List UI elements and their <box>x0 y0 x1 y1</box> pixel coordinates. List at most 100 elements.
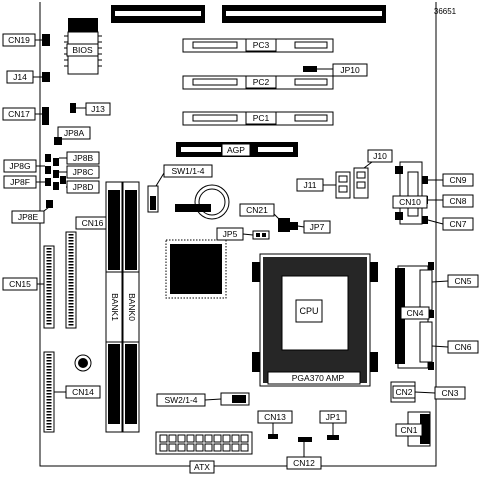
svg-text:JP8D: JP8D <box>73 182 94 192</box>
svg-text:JP8C: JP8C <box>73 167 94 177</box>
svg-text:J14: J14 <box>13 72 27 82</box>
label-cn14: CN14 <box>65 385 101 399</box>
label-cn12: CN12 <box>286 456 322 470</box>
jp5-jumper <box>252 230 270 240</box>
label-bank0: BANK0 <box>122 271 140 343</box>
label-cn19: CN19 <box>2 33 36 47</box>
svg-text:CN9: CN9 <box>449 175 466 185</box>
cpu-label: CPU <box>299 306 318 316</box>
svg-text:CN10: CN10 <box>399 197 421 207</box>
label-pc2: PC2 <box>245 75 277 89</box>
svg-text:SW1/1-4: SW1/1-4 <box>171 166 204 176</box>
upper-port-connector <box>395 161 428 225</box>
svg-text:CN21: CN21 <box>246 205 268 215</box>
board-outline <box>39 2 437 467</box>
label-jp1: JP1 <box>319 410 347 424</box>
label-cn5: CN5 <box>447 274 479 288</box>
cpu-socket <box>252 253 378 387</box>
svg-text:CN2: CN2 <box>395 387 412 397</box>
svg-text:JP8G: JP8G <box>9 161 30 171</box>
label-cn3: CN3 <box>434 386 466 400</box>
label-jp5: JP5 <box>216 227 244 241</box>
label-jp8b: JP8B <box>66 151 100 165</box>
svg-text:CN16: CN16 <box>82 218 104 228</box>
label-cn7: CN7 <box>442 217 474 231</box>
svg-text:JP5: JP5 <box>223 229 238 239</box>
cn14-connector <box>43 351 55 433</box>
svg-text:JP1: JP1 <box>326 412 341 422</box>
label-bios: BIOS <box>66 43 99 57</box>
label-cn17: CN17 <box>2 107 36 121</box>
label-sw1: SW1/1-4 <box>163 164 213 178</box>
cn13-header <box>268 434 278 439</box>
svg-text:CN8: CN8 <box>449 196 466 206</box>
jp8a-jumper <box>54 137 62 145</box>
label-jp8g: JP8G <box>3 159 37 173</box>
j14-header <box>42 72 50 82</box>
label-jp8d: JP8D <box>66 180 100 194</box>
svg-text:CN1: CN1 <box>400 425 417 435</box>
jp8e-jumper <box>46 200 53 208</box>
j11-connector <box>335 171 351 199</box>
label-cn10: CN10 <box>392 195 428 209</box>
svg-text:J13: J13 <box>91 104 105 114</box>
cn19-header <box>42 34 50 46</box>
svg-text:JP7: JP7 <box>310 222 325 232</box>
label-jp8c: JP8C <box>66 165 100 179</box>
cn16-connector <box>65 231 77 329</box>
svg-text:CN14: CN14 <box>72 387 94 397</box>
label-cn13: CN13 <box>257 410 293 424</box>
label-pc1: PC1 <box>245 111 277 125</box>
label-cn9: CN9 <box>442 173 474 187</box>
svg-text:CN7: CN7 <box>449 219 466 229</box>
label-agp: AGP <box>221 143 251 157</box>
label-cn2: CN2 <box>392 385 416 399</box>
svg-text:CN6: CN6 <box>454 342 471 352</box>
svg-text:BANK0: BANK0 <box>127 293 137 321</box>
svg-text:ATX: ATX <box>194 462 210 472</box>
svg-text:CN3: CN3 <box>441 388 458 398</box>
svg-text:JP10: JP10 <box>340 65 360 75</box>
svg-text:J11: J11 <box>303 180 316 190</box>
svg-text:J10: J10 <box>373 151 387 161</box>
cn17-header <box>42 107 49 125</box>
svg-text:JP8B: JP8B <box>73 153 94 163</box>
label-cn6: CN6 <box>447 340 479 354</box>
svg-text:PC2: PC2 <box>253 77 270 87</box>
label-j11: J11 <box>296 178 324 192</box>
label-jp8e: JP8E <box>11 210 45 224</box>
label-cn21: CN21 <box>239 203 275 217</box>
socket-label: PGA370 AMP <box>292 373 345 383</box>
label-j14: J14 <box>6 70 34 84</box>
jp7-jumper <box>290 222 298 230</box>
label-cn8: CN8 <box>442 194 474 208</box>
svg-text:CN4: CN4 <box>406 308 423 318</box>
battery <box>175 184 230 220</box>
cn21-header <box>278 218 290 232</box>
cn15-connector <box>43 245 55 329</box>
svg-text:CN19: CN19 <box>8 35 30 45</box>
svg-text:JP8E: JP8E <box>18 212 39 222</box>
jp8-jumpers <box>45 154 66 190</box>
j10-connector <box>353 167 369 199</box>
j13-header <box>70 103 76 113</box>
chipset <box>165 239 227 299</box>
svg-text:SW2/1-4: SW2/1-4 <box>164 395 197 405</box>
label-jp10: JP10 <box>332 63 368 77</box>
isa-slot-left <box>111 5 205 23</box>
svg-text:AGP: AGP <box>227 145 245 155</box>
atx-power-connector <box>155 431 253 455</box>
svg-text:BANK1: BANK1 <box>110 293 120 321</box>
svg-text:BIOS: BIOS <box>72 45 93 55</box>
label-j10: J10 <box>367 149 393 163</box>
svg-text:CN17: CN17 <box>8 109 30 119</box>
label-j13: J13 <box>85 102 111 116</box>
jp1-jumper <box>327 435 339 440</box>
svg-text:PC1: PC1 <box>253 113 270 123</box>
label-jp8f: JP8F <box>3 175 37 189</box>
buzzer <box>74 354 92 372</box>
isa-slot-right <box>222 5 386 23</box>
label-pc3: PC3 <box>245 38 277 52</box>
label-bank1: BANK1 <box>105 271 123 343</box>
